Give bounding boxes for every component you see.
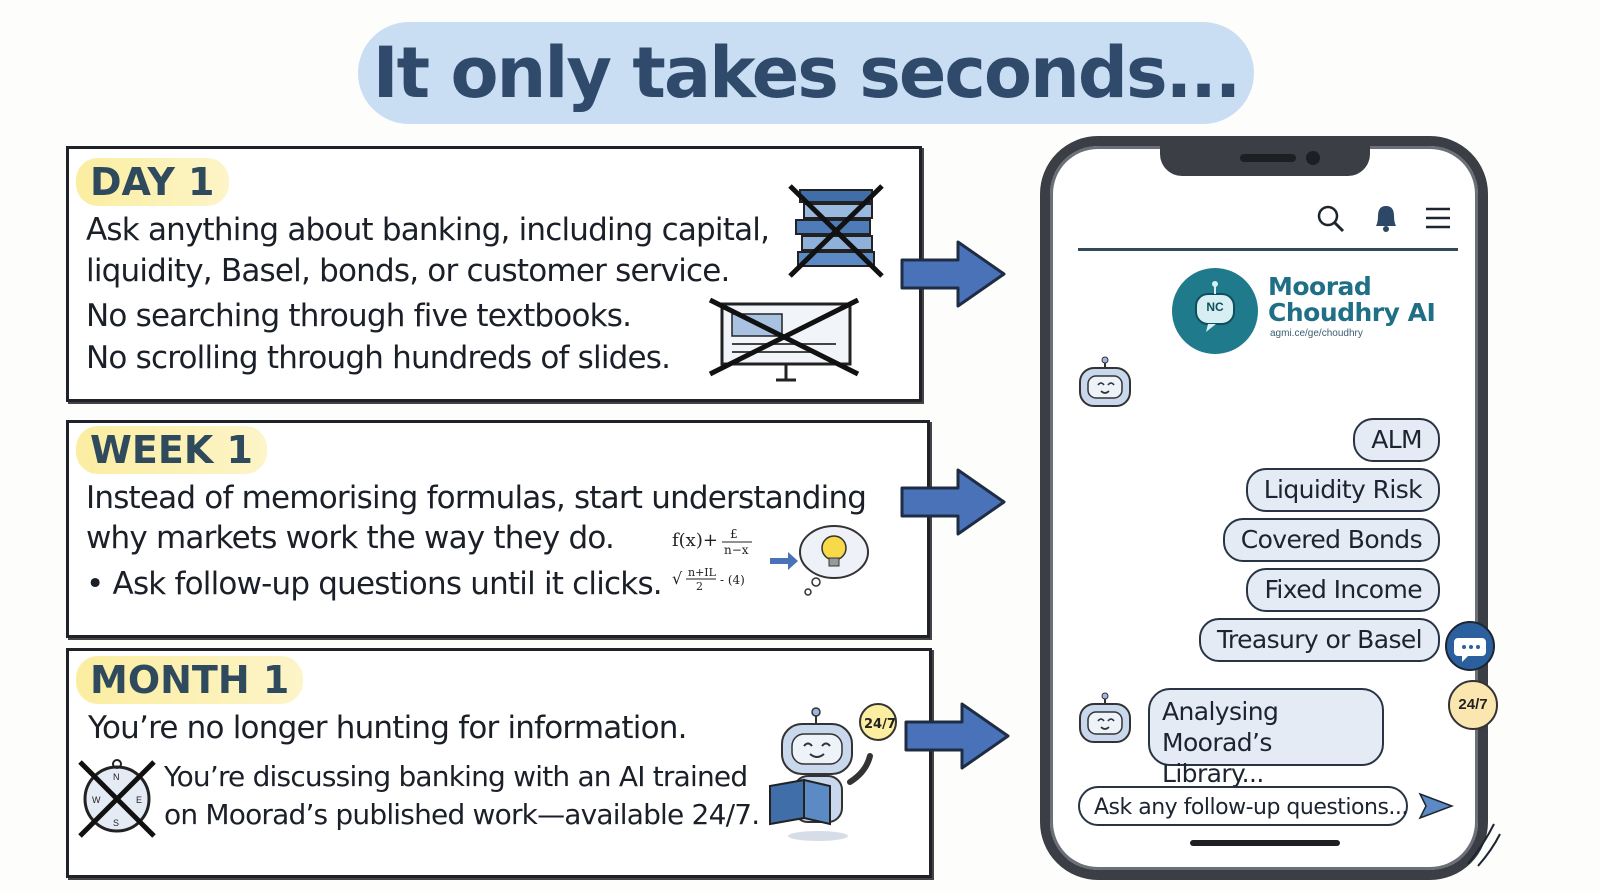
brand-name-line-1: Moorad — [1268, 272, 1372, 301]
svg-text:2: 2 — [696, 580, 703, 593]
availability-badge: 24/7 — [1448, 680, 1498, 730]
brand-name-line-2: Choudhry AI — [1268, 298, 1436, 327]
week-1-line-3: • Ask follow-up questions until it click… — [86, 566, 663, 602]
formula-lightbulb-icon: f(x)+ £ n−x √ n+IL 2 - (4) — [672, 525, 869, 596]
month-1-tag: MONTH 1 — [76, 656, 304, 704]
topic-chip[interactable]: Covered Bonds — [1222, 518, 1440, 562]
month-1-line-2: You’re discussing banking with an AI tra… — [164, 760, 748, 793]
svg-text:√: √ — [672, 569, 683, 588]
svg-text:S: S — [113, 818, 119, 828]
svg-text:N: N — [113, 772, 120, 782]
svg-text:E: E — [136, 795, 142, 805]
week-1-line-2: why markets work the way they do. — [86, 520, 615, 556]
arrow-day-1 — [900, 240, 1006, 308]
chat-input[interactable]: Ask any follow-up questions... — [1078, 786, 1408, 826]
search-icon[interactable] — [1316, 204, 1346, 234]
menu-icon[interactable] — [1424, 206, 1452, 230]
svg-text:n−x: n−x — [724, 543, 749, 557]
topic-chip[interactable]: Liquidity Risk — [1245, 468, 1440, 512]
crossed-compass-icon: N S W E — [78, 759, 156, 838]
phone-camera — [1306, 151, 1320, 165]
arrow-month-1 — [904, 702, 1010, 770]
svg-text:- (4): - (4) — [720, 573, 745, 587]
motion-lines-icon — [1467, 823, 1501, 867]
topic-chip[interactable]: Treasury or Basel — [1198, 618, 1440, 662]
crossed-books-icon — [788, 184, 884, 278]
chat-bubble-icon[interactable] — [1444, 620, 1496, 672]
robot-reading-icon: 24/7 — [769, 703, 897, 841]
send-icon[interactable] — [1418, 790, 1454, 822]
day-1-tag: DAY 1 — [76, 158, 229, 206]
topic-chip[interactable]: Fixed Income — [1246, 568, 1440, 612]
bot-avatar-icon — [1079, 692, 1131, 743]
day-1-line-3: No searching through five textbooks. — [86, 298, 632, 334]
home-indicator — [1190, 840, 1340, 846]
month-1-line-1: You’re no longer hunting for information… — [88, 710, 687, 746]
svg-text:£: £ — [730, 527, 738, 541]
day-1-line-1: Ask anything about banking, including ca… — [86, 212, 770, 248]
bot-avatar-icon — [1079, 356, 1131, 407]
svg-text:24/7: 24/7 — [864, 717, 896, 732]
svg-text:n+IL: n+IL — [688, 566, 717, 579]
header-divider — [1078, 248, 1458, 251]
arrow-week-1 — [900, 468, 1006, 536]
bot-message: Analysing Moorad’s Library... — [1148, 688, 1384, 788]
crossed-slides-icon — [708, 297, 860, 382]
page-title: It only takes seconds... — [372, 32, 1242, 114]
day-1-line-2: liquidity, Basel, bonds, or customer ser… — [86, 253, 730, 289]
phone-speaker — [1240, 154, 1296, 162]
bell-icon[interactable] — [1372, 202, 1400, 234]
brand-name: Moorad Choudhry AI — [1268, 272, 1436, 327]
day-1-line-4: No scrolling through hundreds of slides. — [86, 340, 671, 376]
brand-url: agmi.ce/ge/choudhry — [1270, 328, 1363, 339]
svg-text:W: W — [92, 795, 101, 805]
svg-text:f(x)+: f(x)+ — [672, 530, 718, 551]
robot-logo-icon — [1195, 281, 1235, 332]
logo-initials: NC — [1206, 300, 1224, 314]
title-pill — [358, 22, 1254, 124]
week-1-tag: WEEK 1 — [76, 426, 267, 474]
week-1-line-1: Instead of memorising formulas, start un… — [86, 480, 867, 516]
month-1-line-3: on Moorad’s published work—available 24/… — [164, 798, 760, 831]
topic-chip[interactable]: ALM — [1353, 418, 1440, 462]
